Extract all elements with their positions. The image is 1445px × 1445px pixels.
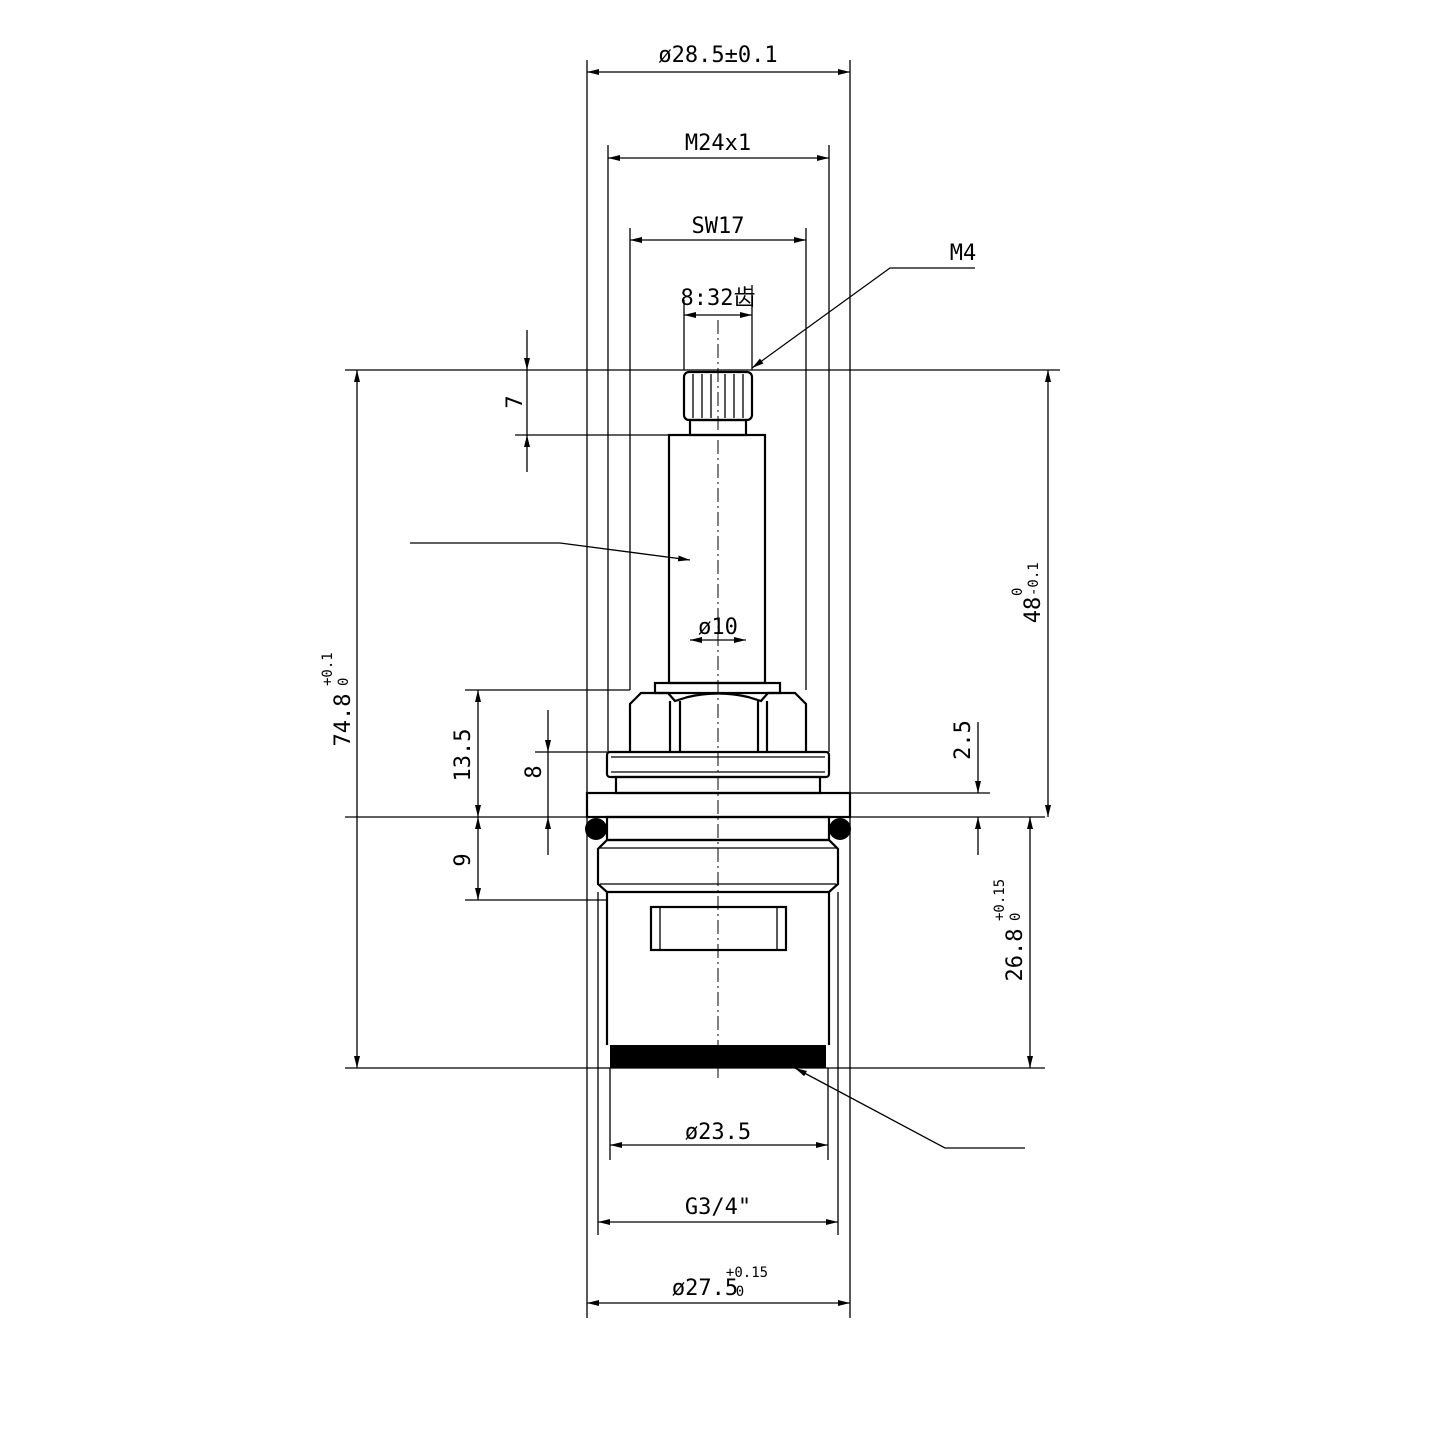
extension-lines: [345, 60, 1060, 1318]
body-tol-lower: 0: [1008, 913, 1024, 921]
base-tol-lower: 0: [736, 1284, 744, 1300]
body-tol-upper: +0.15: [992, 879, 1008, 921]
thread-len-label: 9: [451, 853, 476, 866]
bottom-dia-label: ø23.5: [685, 1120, 751, 1145]
base-dia-label: ø27.5: [672, 1276, 738, 1301]
total-tol-lower: 0: [336, 678, 352, 686]
wrench-size-label: SW17: [692, 214, 745, 239]
stem-len-label: 48: [1021, 597, 1046, 624]
base-tol-upper: +0.15: [726, 1265, 768, 1281]
stem-tol-lower: -0.1: [1026, 562, 1042, 596]
spline-label: 8:32齿: [681, 286, 756, 311]
stem-dia-label: ø10: [698, 615, 738, 640]
hex-height-label: 13.5: [451, 729, 476, 782]
cartridge-body: [585, 370, 852, 1068]
total-len-label: 74.8: [331, 694, 356, 747]
thread-label: M24x1: [685, 131, 751, 156]
spline-len-label: 7: [503, 395, 528, 408]
o-ring-right: [829, 818, 851, 840]
outer-dia-label: ø28.5±0.1: [658, 43, 777, 68]
o-ring-left: [585, 818, 607, 840]
dimension-lines: [354, 69, 1051, 1306]
total-tol-upper: +0.1: [320, 652, 336, 686]
pipe-thread-label: G3/4": [685, 1195, 751, 1220]
body-len-label: 26.8: [1003, 929, 1028, 982]
ring-height-label: 8: [522, 765, 547, 778]
bottom-seal: [610, 1045, 826, 1068]
collar-label: 2.5: [951, 720, 976, 760]
stem-tol-upper: 0: [1010, 588, 1026, 596]
screw-label: M4: [950, 241, 977, 266]
